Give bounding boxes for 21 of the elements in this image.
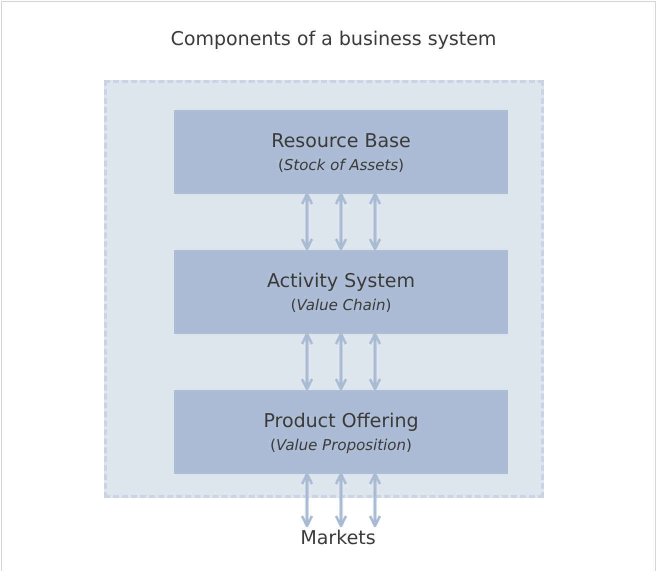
box-title: Activity System [267,269,415,294]
double-arrow [334,472,348,528]
diagram-title: Components of a business system [170,28,498,50]
double-arrow [368,472,382,528]
box-title: Product Offering [263,409,419,434]
double-arrow [300,332,314,390]
process-box [174,390,508,474]
dashed-group-box [104,80,544,498]
box-subtitle: (Value Chain) [290,295,392,316]
double-arrow [300,472,314,528]
double-arrow [334,192,348,250]
process-box [174,250,508,334]
double-arrow [368,192,382,250]
box-subtitle: (Value Proposition) [270,435,412,456]
node-label: Markets [288,527,388,549]
double-arrow [334,332,348,390]
box-title: Resource Base [271,129,411,154]
double-arrow [300,192,314,250]
double-arrow [368,332,382,390]
process-box [174,110,508,194]
box-subtitle: (Stock of Assets) [278,155,404,176]
